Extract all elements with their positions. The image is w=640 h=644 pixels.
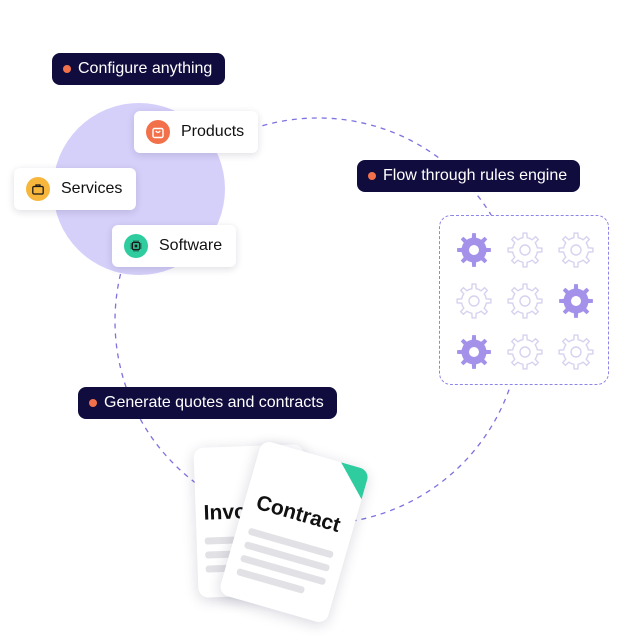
gear-icon bbox=[558, 334, 594, 370]
gear-icon bbox=[507, 232, 543, 268]
chip-label: Software bbox=[159, 237, 223, 254]
chip-icon bbox=[124, 234, 148, 258]
chip-label: Products bbox=[181, 123, 245, 140]
rules-label: Flow through rules engine bbox=[357, 160, 581, 192]
configure-label: Configure anything bbox=[52, 53, 226, 85]
chip-software: Software bbox=[112, 225, 237, 267]
briefcase-icon bbox=[26, 177, 50, 201]
generate-label: Generate quotes and contracts bbox=[78, 387, 337, 419]
chip-services: Services bbox=[14, 168, 137, 210]
gear-icon bbox=[457, 233, 491, 267]
gear-icon bbox=[559, 284, 593, 318]
generate-label-text: Generate quotes and contracts bbox=[104, 394, 324, 411]
chip-products: Products bbox=[134, 111, 259, 153]
gear-icon bbox=[558, 232, 594, 268]
configure-label-text: Configure anything bbox=[78, 60, 213, 77]
bullet-dot bbox=[63, 65, 71, 73]
rules-engine-grid bbox=[439, 215, 609, 385]
shopping-bag-icon bbox=[146, 120, 170, 144]
gear-icon bbox=[456, 283, 492, 319]
contract-title: Contract bbox=[253, 491, 343, 537]
bullet-dot bbox=[89, 399, 97, 407]
rules-label-text: Flow through rules engine bbox=[383, 167, 568, 184]
gear-icon bbox=[457, 335, 491, 369]
bullet-dot bbox=[368, 172, 376, 180]
gear-icon bbox=[507, 283, 543, 319]
chip-label: Services bbox=[61, 180, 123, 197]
gear-icon bbox=[507, 334, 543, 370]
